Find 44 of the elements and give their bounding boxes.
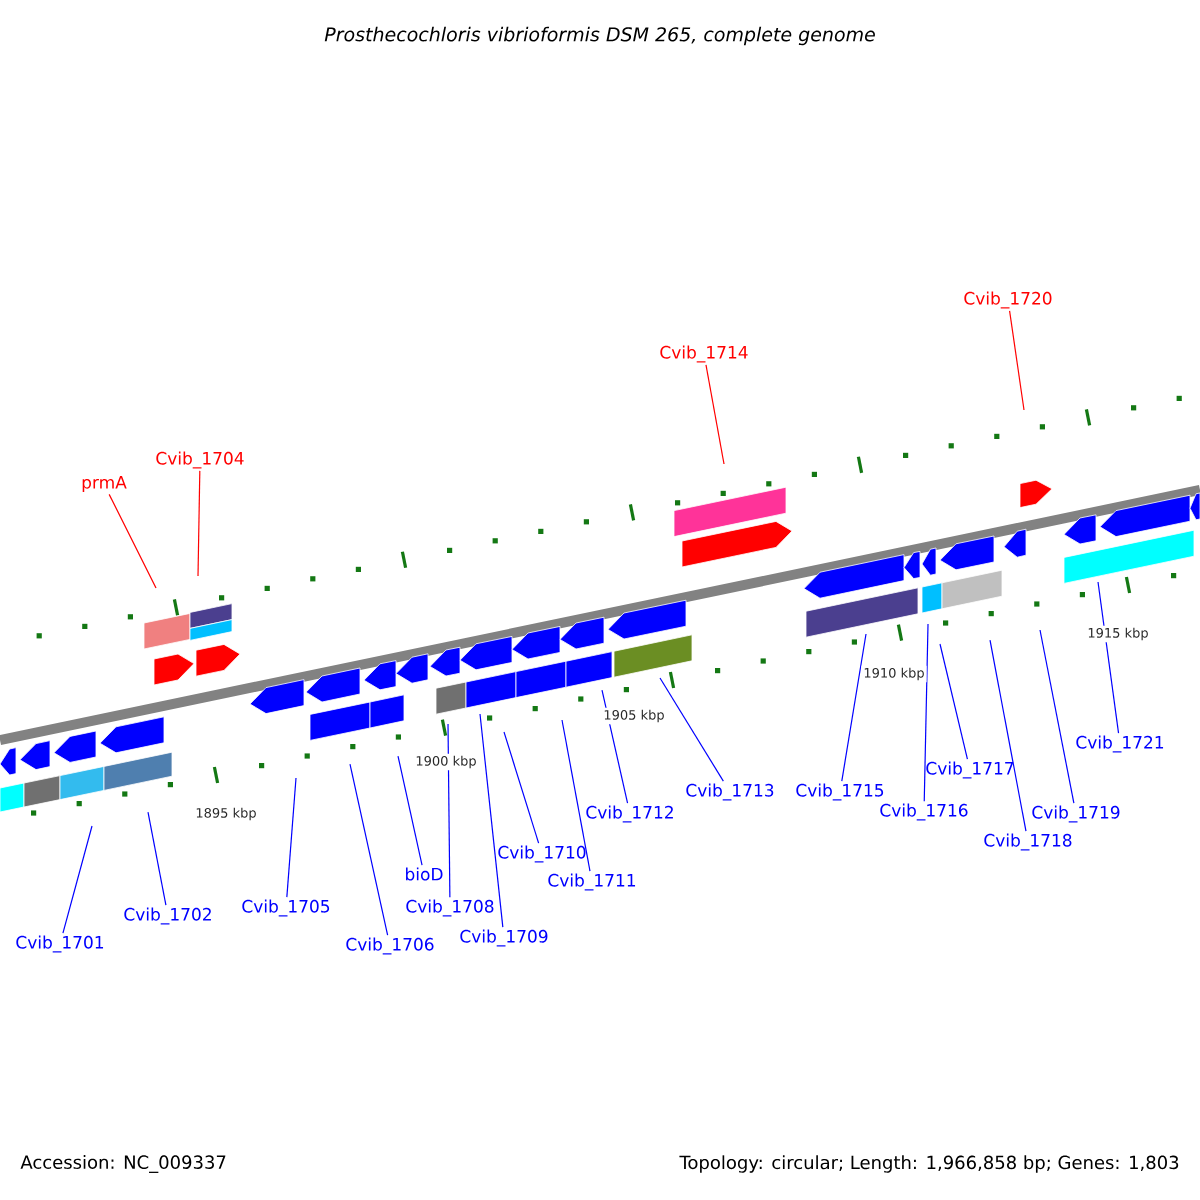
gene-label: prmA xyxy=(82,476,127,492)
gene-label: Cvib_1706 xyxy=(346,937,434,955)
leader-line xyxy=(286,777,297,898)
gene-label: Cvib_1702 xyxy=(124,907,211,925)
gene-label: Cvib_1718 xyxy=(984,833,1072,851)
gene-label: Cvib_1708 xyxy=(406,899,494,917)
gene-label: Cvib_1717 xyxy=(926,761,1014,779)
gene-label: Cvib_1712 xyxy=(586,805,673,823)
leader-line xyxy=(705,364,725,465)
leader-line xyxy=(989,639,1027,832)
gene-label: Cvib_1701 xyxy=(16,935,104,953)
leader-line xyxy=(447,723,451,898)
gene-label: Cvib_1711 xyxy=(548,873,636,891)
gene-label: Cvib_1714 xyxy=(660,345,748,363)
accession-text: Accession: NC_009337 xyxy=(20,1155,226,1173)
gene-label: Cvib_1705 xyxy=(242,899,330,917)
genome-info-text: Topology: circular; Length: 1,966,858 bp; Genes: 1,803 xyxy=(679,1155,1179,1173)
gene-label: Cvib_1715 xyxy=(796,783,884,801)
leader-line xyxy=(108,493,157,589)
leader-line xyxy=(397,755,423,866)
gene-label: Cvib_1721 xyxy=(1076,735,1164,753)
leader-line xyxy=(561,719,591,872)
leader-line xyxy=(1009,310,1025,411)
gene-label: Cvib_1704 xyxy=(156,451,244,469)
leader-line xyxy=(923,623,929,802)
gene-label: Cvib_1720 xyxy=(964,291,1052,309)
leader-line xyxy=(197,470,201,577)
leader-line xyxy=(1097,581,1120,734)
gene-label: Cvib_1719 xyxy=(1032,805,1120,823)
leader-line xyxy=(1039,629,1075,804)
leader-line xyxy=(349,763,389,936)
gene-label: bioD xyxy=(406,867,443,881)
gene-label: Cvib_1709 xyxy=(460,929,548,947)
leader-line xyxy=(503,731,540,844)
leader-line xyxy=(939,643,968,760)
gene-label: Cvib_1716 xyxy=(880,803,968,821)
title: Prosthecochloris vibrioformis DSM 265, complete genome xyxy=(324,26,875,46)
leader-line xyxy=(62,825,93,934)
leader-line xyxy=(659,677,724,782)
leader-line xyxy=(147,811,167,906)
leader-line xyxy=(479,713,504,928)
leader-line xyxy=(841,633,867,782)
gene-label: Cvib_1713 xyxy=(686,783,774,801)
gene-label: Cvib_1710 xyxy=(498,845,586,863)
